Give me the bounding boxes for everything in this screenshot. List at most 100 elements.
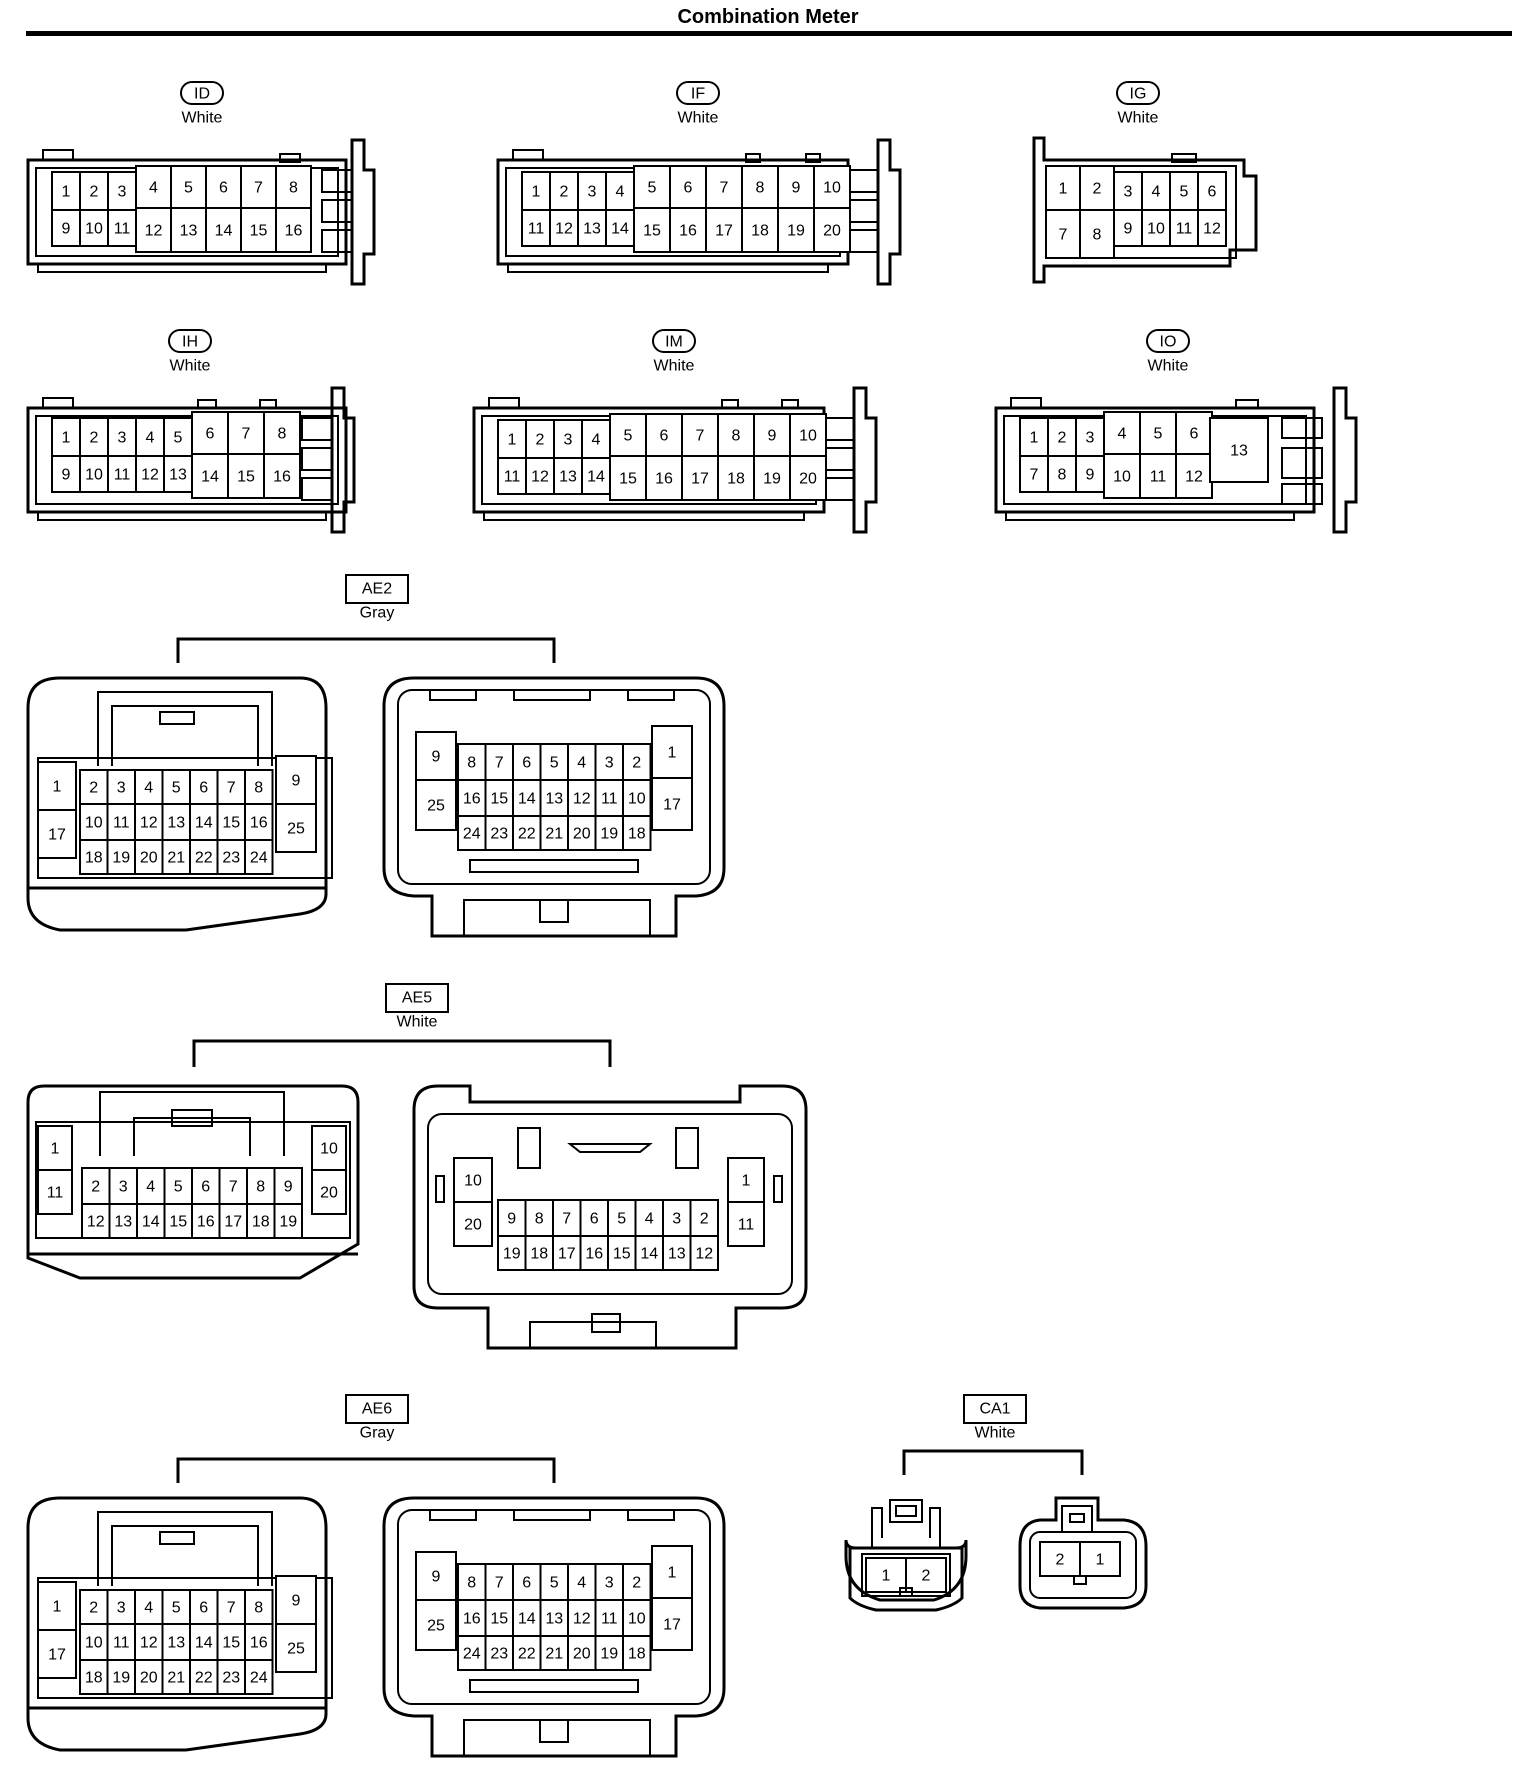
pin-24-label: 24 [250,850,268,867]
pin-7-label: 7 [227,1600,236,1617]
pin-10-label: 10 [823,180,841,197]
pin-20-label: 20 [799,471,817,488]
pin-3-label: 3 [117,1600,126,1617]
side-slot [321,169,353,193]
pin-1-label: 1 [62,184,71,201]
pin-10-label: 10 [628,1611,646,1628]
pin-15-label: 15 [643,223,661,240]
housing-outline [844,1539,968,1602]
pin-cell [246,1203,276,1239]
pin-4-label: 4 [144,1600,153,1617]
pin-1-label: 1 [53,1599,62,1616]
pin-cell [579,1235,609,1271]
side-slot [849,229,879,253]
pin-9-label: 9 [432,749,441,766]
pin-14-label: 14 [518,791,536,808]
side-slot [849,199,879,223]
pin-cell [79,417,109,457]
pin-24-label: 24 [463,1646,481,1663]
pin-4-label: 4 [146,430,155,447]
pin-4-label: 4 [577,1575,586,1592]
pin-1-label: 1 [51,1141,60,1158]
pin-11-label: 11 [601,1611,618,1628]
pin-3-label: 3 [118,184,127,201]
inner-frame [397,1509,711,1705]
pin-cell [689,1235,719,1271]
pin-4-label: 4 [616,184,625,201]
pin-5-label: 5 [174,430,183,447]
pin-2-label: 2 [89,1600,98,1617]
pin-18-label: 18 [252,1214,270,1231]
pin-7-label: 7 [495,1575,504,1592]
pin-13-label: 13 [583,221,601,238]
pin-12-label: 12 [573,1611,591,1628]
pin-cell [581,457,611,495]
pin-19-label: 19 [112,850,130,867]
pin-12-label: 12 [573,791,591,808]
pin-15-label: 15 [619,471,637,488]
pin-cell [484,779,514,817]
pin-4-label: 4 [592,432,601,449]
lug [512,149,544,161]
pin-cell [605,171,635,211]
pin-cell [191,411,229,455]
pin-cell [170,207,207,253]
latch-tab [171,1109,213,1127]
pin-25-label: 25 [427,798,445,815]
pin-18-label: 18 [85,1670,103,1687]
connector-code: IM [665,334,683,351]
key [899,1587,913,1597]
pin-10-label: 10 [1147,221,1165,238]
connector-code: IG [1130,86,1147,103]
key [1073,1575,1087,1585]
pin-2-label: 2 [632,1575,641,1592]
pin-cell [244,1623,274,1661]
pin-23-label: 23 [222,850,240,867]
pin-cell [273,1203,303,1239]
housing-outline [382,1496,726,1758]
pin-12-label: 12 [1185,469,1203,486]
pin-6-label: 6 [660,428,669,445]
pin-15-label: 15 [237,469,255,486]
base-rail [37,263,327,273]
pin-cell [263,411,301,455]
pin-cell [605,209,635,247]
connector-code: AE2 [362,581,392,598]
pin-5-label: 5 [550,1575,559,1592]
pin-4-label: 4 [144,780,153,797]
pin-cell [512,1635,542,1671]
pin-5-label: 5 [184,180,193,197]
pin-6-label: 6 [590,1211,599,1228]
connector-code: AE5 [402,990,432,1007]
pin-cell [622,1599,652,1637]
slot [675,1127,699,1169]
connector-color: Gray [360,1425,395,1442]
pin-16-label: 16 [250,1635,268,1652]
pin-1-label: 1 [53,779,62,796]
pin-6-label: 6 [219,180,228,197]
connector-code-box [345,574,409,604]
pin-cell [136,1203,166,1239]
latch-tab [1069,1513,1085,1523]
pin-cell [415,779,457,831]
pin-2-label: 2 [1093,181,1102,198]
pin-6-label: 6 [201,1179,210,1196]
latch-arm [99,1091,285,1156]
pin-cell [634,1235,664,1271]
pin-cell [622,1635,652,1671]
pin-cell [524,1199,554,1237]
pin-15-label: 15 [222,815,240,832]
bracket [902,1449,1084,1475]
pin-3-label: 3 [564,432,573,449]
connector-code-oval [676,81,720,105]
pin-1-label: 1 [1030,430,1039,447]
pin-23-label: 23 [490,826,508,843]
pin-cell [1075,455,1105,493]
pin-14-label: 14 [195,1635,213,1652]
pin-6-label: 6 [684,180,693,197]
pin-cell [865,1557,907,1593]
pin-11-label: 11 [504,469,521,486]
